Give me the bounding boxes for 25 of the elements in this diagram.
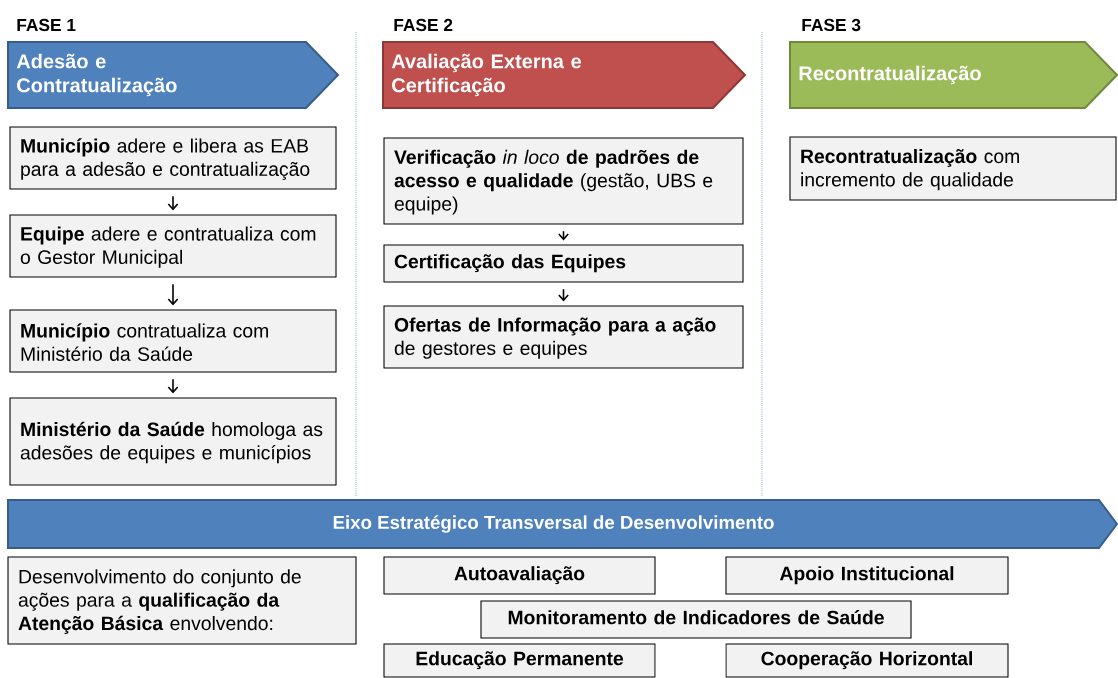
- text-box: Município contratualiza com Ministério da Saúde: [9, 309, 337, 373]
- arrow: [167, 195, 179, 211]
- phase-banner: Recontratualização: [789, 41, 1118, 109]
- text-box: Apoio Institucional: [725, 556, 1009, 595]
- text-box: Educação Permanente: [383, 643, 656, 678]
- phase-label: FASE 3: [802, 18, 861, 32]
- text-box: Monitoramento de Indicadores de Saúde: [480, 600, 912, 639]
- text-box: Equipe adere e contratualiza com o Gestor Municipal: [9, 214, 337, 278]
- phase-banner: Avaliação Externa e Certificação: [382, 41, 747, 109]
- text-box: Verificação in loco de padrões de acesso e qualidade (gestão, UBS e equipe): [383, 137, 744, 225]
- phase-label: FASE 1: [17, 18, 76, 32]
- text-box: Recontratualização com incremento de qualidade: [789, 136, 1117, 201]
- text-box: Município adere e libera as EAB para a adesão e contratualização: [9, 126, 337, 190]
- text-box: Desenvolvimento do conjunto de ações para a qualificação da Atenção Básica envolvendo:: [7, 556, 357, 645]
- text-box: Ministério da Saúde homologa as adesões de equipes e municípios: [9, 397, 337, 486]
- arrow: [558, 288, 569, 302]
- text-box: Certificação das Equipes: [383, 244, 744, 283]
- axis-banner: Eixo Estratégico Transversal de Desenvolvimento: [7, 499, 1118, 549]
- phase-label: FASE 2: [394, 18, 453, 32]
- text-box: Autoavaliação: [383, 556, 656, 595]
- arrow: [167, 283, 179, 306]
- arrow: [167, 378, 179, 394]
- phase-banner: Adesão e Contratualização: [7, 41, 340, 109]
- text-box: Cooperação Horizontal: [725, 643, 1009, 678]
- text-box: Ofertas de Informação para a ação de gestores e equipes: [383, 305, 744, 369]
